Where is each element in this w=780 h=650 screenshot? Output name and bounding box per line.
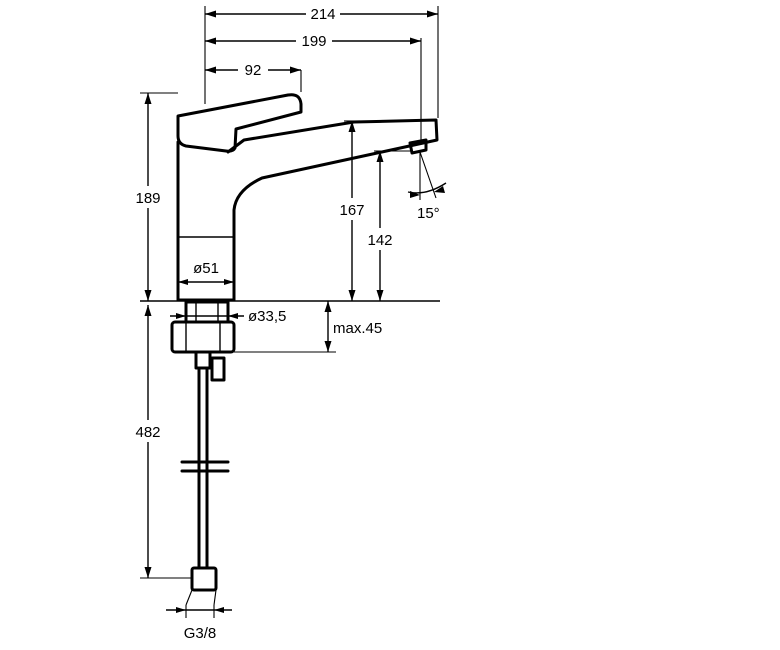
faucet-outline <box>140 93 440 592</box>
label-max-deck-thickness: max.45 <box>333 320 382 337</box>
hose-connector <box>190 566 218 592</box>
label-outlet-height: 142 <box>367 232 392 249</box>
hose-fitting <box>194 350 212 370</box>
mounting-nut <box>170 320 236 354</box>
label-spout-height: 167 <box>339 202 364 219</box>
faucet-body <box>176 118 439 302</box>
label-total-length: 214 <box>310 6 335 23</box>
label-lever-length: 92 <box>245 62 262 79</box>
dimension-labels: 214 199 92 189 167 142 15° ø51 ø33,5 max… <box>131 5 440 642</box>
label-connection-thread: G3/8 <box>184 625 217 642</box>
extension-lines <box>140 6 439 618</box>
label-shank-diameter: ø33,5 <box>248 308 286 325</box>
shank <box>184 300 230 324</box>
aerator <box>408 138 428 155</box>
label-total-height: 189 <box>135 190 160 207</box>
label-spout-angle: 15° <box>417 205 440 222</box>
dimension-lines <box>144 10 447 613</box>
side-fitting <box>210 356 226 382</box>
label-spout-reach: 199 <box>301 33 326 50</box>
label-hose-length: 482 <box>135 424 160 441</box>
label-body-diameter: ø51 <box>193 260 219 277</box>
lever-handle <box>176 93 303 153</box>
